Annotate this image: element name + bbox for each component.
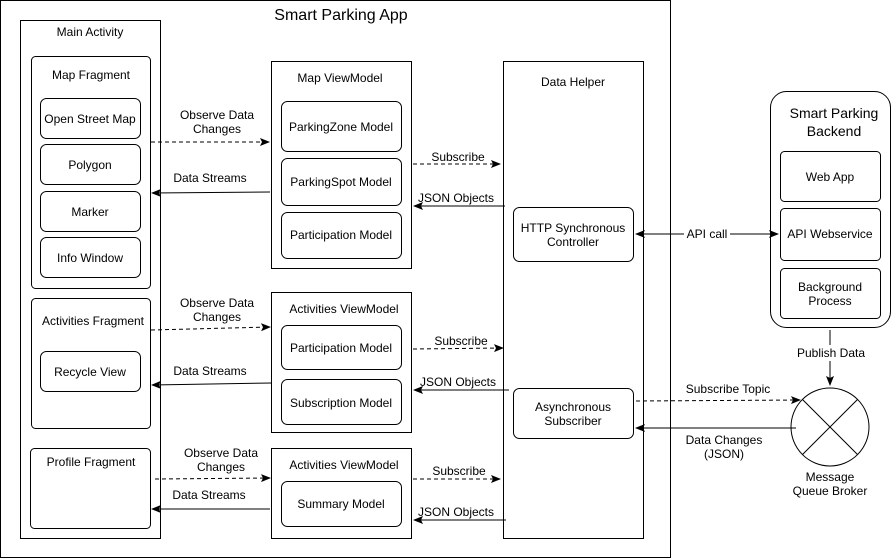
profile-fragment-box [30,448,151,529]
data-streams-label: Data Streams [172,488,245,502]
background-process-box [780,268,881,319]
observe-label-line1: Observe Data [184,446,258,460]
api-call-label: API call [687,227,728,241]
http-controller-label-line1: HTTP Synchronous [521,221,626,235]
info-window-label: Info Window [57,251,123,265]
json-objects-label: JSON Objects [420,375,496,389]
publish-data-label: Publish Data [797,346,865,360]
subscribe-arrow [412,344,504,353]
backend-title-line1: Smart Parking [790,105,879,121]
subscribe-label: Subscribe [434,334,488,348]
observe-label-line1: Observe Data [180,108,254,122]
observe-arrow [150,323,271,332]
marker-label: Marker [71,205,108,219]
json-objects-label: JSON Objects [418,191,494,205]
parkingspot-model-box [281,158,402,206]
participation-model-label: Participation Model [290,341,392,355]
app-title: Smart Parking App [274,7,408,24]
main-activity-box [20,20,161,539]
json-objects-label: JSON Objects [418,505,494,519]
data-streams-arrow [151,188,271,197]
api-webservice-box [780,208,881,261]
main-activity-title: Main Activity [57,25,124,39]
observe-label-line2: Changes [193,122,241,136]
participation-model-box [281,325,402,370]
activities-viewmodel-box [271,292,412,433]
backend-title-line2: Backend [807,123,861,139]
web-app-box [780,151,881,202]
map-fragment-box [31,56,151,289]
broker-circle [790,387,870,467]
data-changes-label-line2: (JSON) [704,447,744,461]
activities-viewmodel-title: Activities ViewModel [289,302,398,316]
activities-fragment-title: Activities Fragment [42,314,145,328]
broker-cross-line [802,399,858,455]
http-controller-box [513,207,634,262]
parkingzone-model-box [281,101,402,152]
subscribe-topic-label: Subscribe Topic [686,382,771,396]
open-street-map-label: Open Street Map [44,112,136,126]
subscription-model-label: Subscription Model [290,396,392,410]
polygon-label: Polygon [68,158,111,172]
activities-fragment-box [31,298,151,429]
info-window-box [40,237,141,278]
data-helper-box [503,61,644,539]
map-viewmodel-title: Map ViewModel [297,71,382,85]
broker-label-line2: Queue Broker [793,484,868,498]
subscribe-topic-arrow [635,396,801,405]
data-streams-label: Data Streams [173,364,246,378]
activities-viewmodel-title: Activities ViewModel [289,458,398,472]
parkingspot-model-label: ParkingSpot Model [290,175,391,189]
async-subscriber-box [513,388,634,439]
async-subscriber-label-line2: Subscriber [544,414,601,428]
api-webservice-label: API Webservice [787,227,872,241]
data-helper-title: Data Helper [541,75,605,89]
recycle-view-box [40,351,141,392]
background-process-label-line1: Background [798,280,862,294]
activities-viewmodel-box [271,448,412,539]
open-street-map-box [40,98,141,139]
observe-label-line2: Changes [197,460,245,474]
broker-label-line1: Message [806,470,855,484]
data-streams-label: Data Streams [173,171,246,185]
profile-fragment-title: Profile Fragment [47,455,136,469]
background-process-label-line2: Process [808,294,851,308]
observe-label-line1: Observe Data [180,296,254,310]
data-streams-arrow [151,380,273,389]
subscription-model-box [281,379,402,425]
data-changes-label-line1: Data Changes [686,433,763,447]
summary-model-label: Summary Model [297,497,384,511]
observe-arrow [154,474,271,483]
http-controller-label-line2: Controller [547,235,599,249]
participation-model-label: Participation Model [290,228,392,242]
publish-data-label-bg [795,345,867,361]
polygon-box [40,144,141,185]
subscribe-label: Subscribe [431,150,485,164]
participation-model-box [281,212,402,259]
api-call-label-bg [684,226,730,242]
map-fragment-title: Map Fragment [52,68,131,82]
marker-box [40,191,141,232]
web-app-label: Web App [806,170,855,184]
summary-model-box [281,481,402,527]
subscribe-label: Subscribe [432,464,486,478]
map-viewmodel-box [271,61,412,269]
async-subscriber-label-line1: Asynchronous [535,400,611,414]
parkingzone-model-label: ParkingZone Model [289,120,393,134]
recycle-view-label: Recycle View [54,365,126,379]
app-container [0,0,671,558]
observe-label-line2: Changes [193,310,241,324]
